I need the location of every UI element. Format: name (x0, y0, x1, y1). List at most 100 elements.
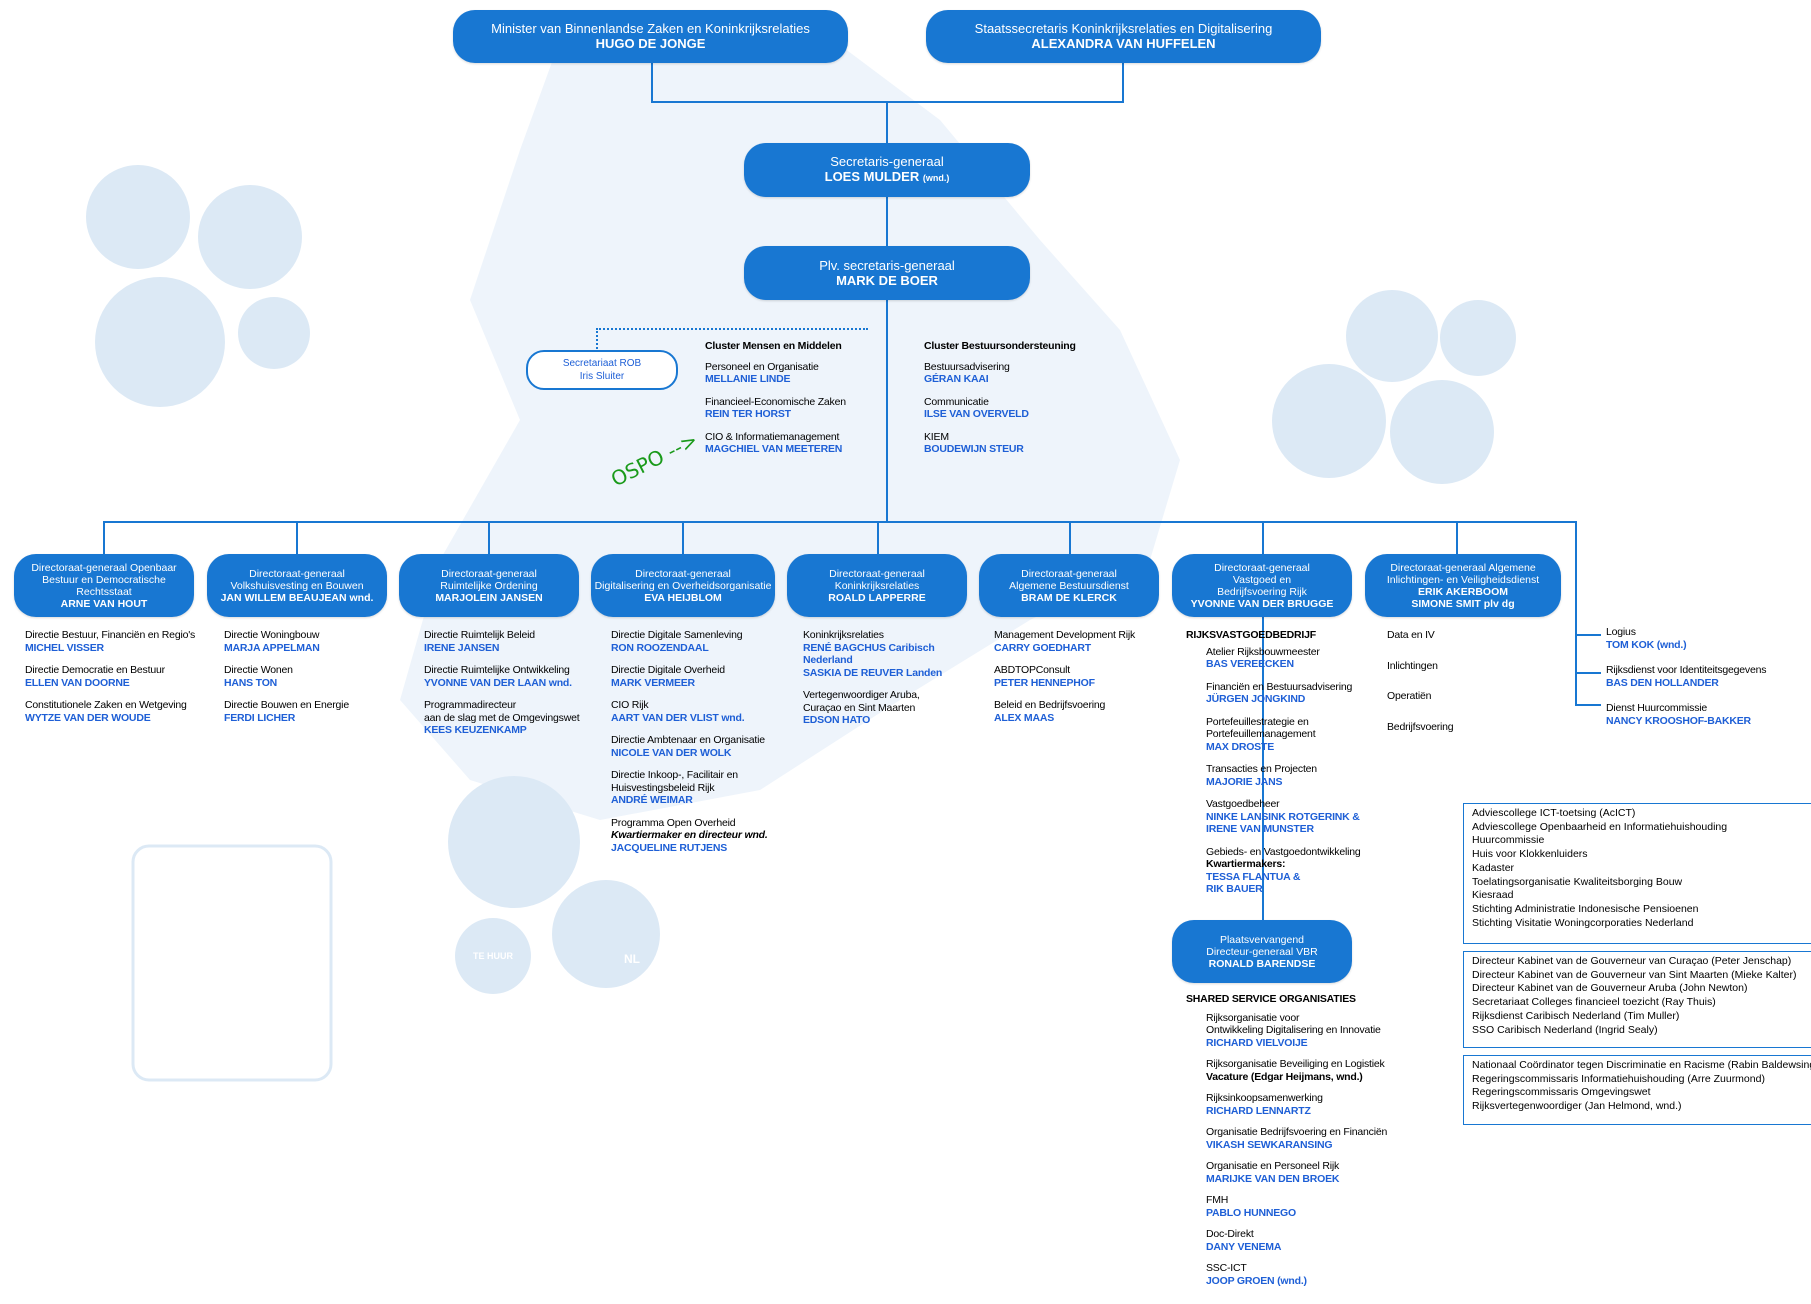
sso-label: Organisatie en Personeel Rijk (1206, 1160, 1340, 1172)
directie-label: Vastgoedbeheer (1206, 798, 1280, 810)
directie-name: AART VAN DER VLIST wnd. (611, 711, 745, 724)
rijksvastgoedbedrijf: RIJKSVASTGOEDBEDRIJF Atelier Rijksbouwme… (1186, 629, 1386, 906)
office-person-icon (1346, 290, 1438, 382)
minister-box: Minister van Binnenlandse Zaken en Konin… (453, 10, 848, 63)
cluster-bestuur-header: Cluster Bestuursondersteuning (924, 340, 1076, 352)
cluster-mensen-header: Cluster Mensen en Middelen (705, 340, 842, 352)
connector (1122, 62, 1124, 102)
dg-title: Ruimtelijke Ordening (440, 579, 538, 592)
cluster-item-name: BOUDEWIJN STEUR (924, 443, 1024, 455)
directie-name: FERDI LICHER (224, 711, 296, 724)
agency-name: BAS DEN HOLLANDER (1606, 676, 1719, 689)
directie-label: Transacties en Projecten (1206, 763, 1317, 775)
directie-label: Programma Open Overheid (611, 816, 736, 829)
sso-label: Vacature (Edgar Heijmans, wnd.) (1206, 1070, 1363, 1083)
agency-label: Dienst Huurcommissie (1606, 702, 1708, 714)
directie-label: Beleid en Bedrijfsvoering (994, 699, 1106, 711)
sso-label: Doc-Direkt (1206, 1228, 1254, 1240)
directie-label: Directie Bestuur, Financiën en Regio's (25, 629, 196, 641)
list-item: Stichting Visitatie Woningcorporaties Ne… (1472, 916, 1694, 929)
directie-name: ANDRÉ WEIMAR (611, 794, 693, 806)
sso-name: MARIJKE VAN DEN BROEK (1206, 1172, 1340, 1185)
directie-label: Directie Wonen (224, 664, 293, 676)
psg-box: Plv. secretaris-generaal MARK DE BOER (744, 246, 1030, 300)
wind-turbine-icon (1272, 364, 1386, 478)
agency-label: Rijksdienst voor Identiteitsgegevens (1606, 664, 1767, 676)
directie-name: RIK BAUER (1206, 883, 1263, 895)
directie-name: MARJA APPELMAN (224, 641, 320, 654)
cluster-item-label: CIO & Informatiemanagement (705, 430, 840, 443)
dg-title: Vastgoed en (1232, 573, 1292, 586)
staatssecretaris-title: Staatssecretaris Koninkrijksrelaties en … (974, 21, 1273, 36)
directie-name: NINKE LANSINK ROTGERINK & (1206, 810, 1360, 823)
cluster-mensen: Cluster Mensen en Middelen Personeel en … (705, 340, 880, 466)
list-item: Huis voor Klokkenluiders (1472, 848, 1588, 861)
directie-label: CIO Rijk (611, 699, 649, 711)
rob-name: Iris Sluiter (579, 371, 625, 382)
connector (1456, 521, 1458, 557)
dg-title: Directoraat-generaal (635, 567, 731, 580)
list-item: Rijksvertegenwoordiger (Jan Helmond, wnd… (1472, 1100, 1682, 1113)
directie-label: Koninkrijksrelaties (803, 629, 884, 641)
directie-name: EDSON HATO (803, 714, 871, 726)
directie-name: JÜRGEN JONGKIND (1206, 693, 1306, 705)
directie-label: Atelier Rijksbouwmeester (1206, 645, 1320, 658)
directie-label: Vertegenwoordiger Aruba, (803, 689, 920, 701)
staatssecretaris-name: ALEXANDRA VAN HUFFELEN (1031, 36, 1216, 51)
directie-label: Directie Digitale Overheid (611, 664, 725, 676)
dg-title: Directoraat-generaal (829, 567, 925, 580)
dg-name: ERIK AKERBOOM (1417, 585, 1509, 598)
directie-name: MAJORIE JANS (1206, 775, 1283, 788)
rob-box: Secretariaat ROB Iris Sluiter (526, 350, 678, 390)
dg-title: Koninkrijksrelaties (834, 579, 920, 592)
rvb-header: RIJKSVASTGOEDBEDRIJF (1186, 629, 1316, 641)
dg-box: Directoraat-generaal Vastgoed en Bedrijf… (1172, 554, 1352, 617)
aivd-unit: Data en IV (1387, 629, 1435, 641)
sso-label: Rijksorganisatie Beveiliging en Logistie… (1206, 1058, 1385, 1070)
dg-box: Directoraat-generaal Openbaar Bestuur en… (14, 554, 194, 617)
list-item: Directeur Kabinet van de Gouverneur van … (1472, 968, 1797, 981)
rob-title: Secretariaat ROB (562, 358, 642, 369)
list-item: Directeur Kabinet van de Gouverneur Arub… (1472, 982, 1748, 995)
directie-name: ALEX MAAS (994, 711, 1055, 724)
cluster-item-name: MAGCHIEL VAN MEETEREN (705, 443, 843, 455)
dg-title: Directoraat-generaal (1021, 567, 1117, 580)
directie-label: Directie Ruimtelijke Ontwikkeling (424, 664, 570, 676)
cluster-item-name: REIN TER HORST (705, 408, 791, 420)
connector (682, 521, 684, 557)
building-icon (1440, 300, 1516, 376)
connector (103, 521, 1577, 523)
directie-label: Kwartiermaker en directeur wnd. (611, 829, 768, 841)
dg-name: SIMONE SMIT plv dg (1411, 597, 1515, 610)
dg-box: Directoraat-generaal Algemene Inlichting… (1365, 554, 1561, 617)
psg-name: MARK DE BOER (836, 272, 938, 288)
cluster-item-label: Bestuursadvisering (924, 360, 1010, 373)
sg-title: Secretaris-generaal (830, 153, 944, 169)
house-coins-icon (198, 185, 302, 289)
directie-name: YVONNE VAN DER LAAN wnd. (424, 676, 572, 689)
agency-name: TOM KOK (wnd.) (1606, 638, 1687, 651)
directie-name: NICOLE VAN DER WOLK (611, 746, 732, 759)
sso-name: VIKASH SEWKARANSING (1206, 1138, 1333, 1151)
directie-name: MARK VERMEER (611, 676, 695, 689)
directie-label: Directie Woningbouw (224, 629, 320, 641)
directie-label: Management Development Rijk (994, 629, 1136, 641)
commissioners-list-box: Nationaal Coördinator tegen Discriminati… (1463, 1055, 1811, 1125)
dg-box: Directoraat-generaal Koninkrijksrelaties… (787, 554, 967, 617)
directie-name: IRENE JANSEN (424, 641, 500, 654)
directie-label: Directie Ambtenaar en Organisatie (611, 734, 765, 746)
dg-title: Bedrijfsvoering Rijk (1217, 585, 1307, 598)
person-icon (1390, 380, 1494, 484)
connector (103, 521, 105, 557)
directie-label: Directie Digitale Samenleving (611, 629, 743, 641)
directie-name: BAS VEREECKEN (1206, 658, 1294, 670)
minister-title: Minister van Binnenlandse Zaken en Konin… (491, 21, 810, 36)
directie-label: Financiën en Bestuursadvisering (1206, 680, 1353, 693)
aivd-unit: Bedrijfsvoering (1387, 720, 1454, 733)
sso-name: DANY VENEMA (1206, 1240, 1282, 1253)
dg-title: Digitalisering en Overheidsorganisatie (594, 579, 772, 592)
caribbean-list-box: Directeur Kabinet van de Gouverneur van … (1463, 951, 1811, 1048)
dg-title: Directoraat-generaal Openbaar (31, 561, 177, 574)
directie-label: Directie Bouwen en Energie (224, 699, 349, 711)
